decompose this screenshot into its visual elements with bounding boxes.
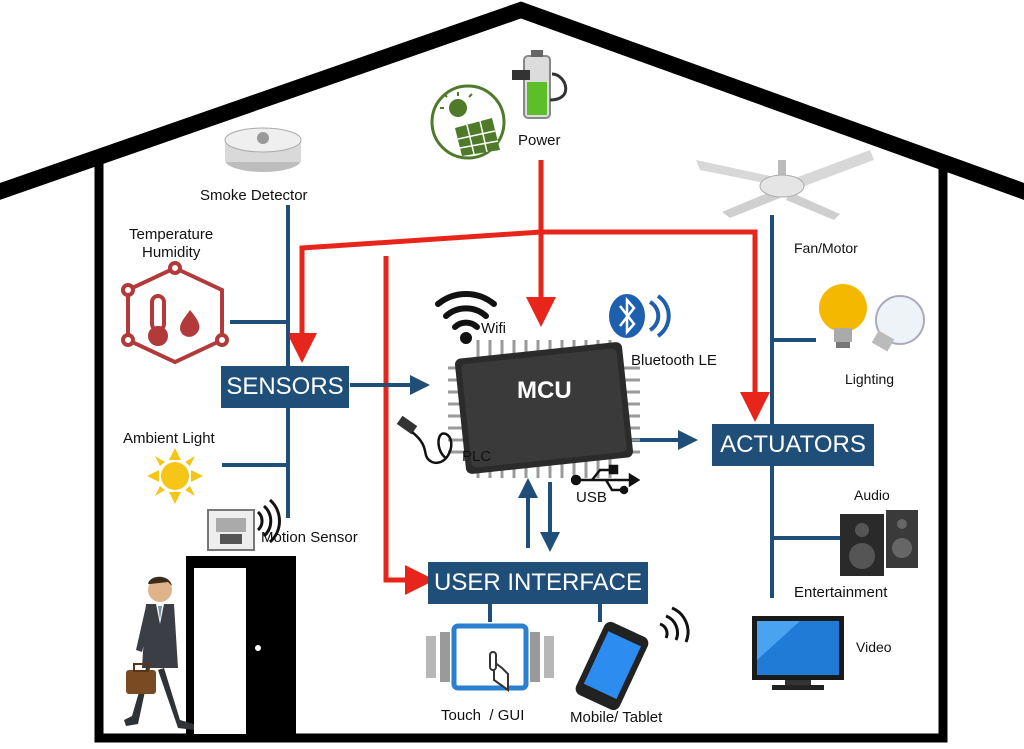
touch-screen-icon xyxy=(426,623,554,692)
mcu-ui-arrows xyxy=(488,478,602,622)
usb-label: USB xyxy=(576,489,607,506)
wifi-icon xyxy=(435,291,497,344)
bluetooth-label: Bluetooth LE xyxy=(631,352,717,369)
bluetooth-icon xyxy=(609,294,671,338)
temperature-humidity-icon xyxy=(121,261,229,365)
user-interface-block: USER INTERFACE xyxy=(428,562,648,604)
light-bulb-icon xyxy=(819,284,925,352)
tv-icon xyxy=(752,616,844,690)
ceiling-fan-icon xyxy=(696,150,874,220)
temperature-label: Temperature xyxy=(129,226,214,243)
sensors-block: SENSORS xyxy=(221,366,349,408)
ambient-light-label: Ambient Light xyxy=(123,430,215,447)
mobile-tablet-label: Mobile/ Tablet xyxy=(570,709,663,726)
mobile-phone-icon xyxy=(575,606,690,711)
usb-icon xyxy=(570,464,641,495)
wifi-label: Wifi xyxy=(481,320,506,337)
mcu-chip xyxy=(448,340,640,478)
actuators-block: ACTUATORS xyxy=(712,424,874,466)
battery-plug-icon xyxy=(512,50,568,119)
smoke-detector-icon xyxy=(224,127,302,172)
power-label: Power xyxy=(518,132,561,149)
humidity-label: Humidity xyxy=(142,244,201,261)
actuator-bus-lines xyxy=(622,215,840,598)
lighting-label: Lighting xyxy=(845,371,895,387)
door-icon xyxy=(186,556,296,738)
entertainment-label: Entertainment xyxy=(794,584,888,601)
smoke-detector-label: Smoke Detector xyxy=(200,187,308,204)
motion-sensor-icon xyxy=(207,498,281,551)
person-icon xyxy=(124,576,194,730)
sensor-bus-lines xyxy=(222,205,430,518)
audio-label: Audio xyxy=(854,487,890,503)
plc-plug-icon xyxy=(396,415,453,465)
motion-sensor-label: Motion Sensor xyxy=(261,529,358,546)
sun-icon xyxy=(147,448,203,504)
solar-panel-icon xyxy=(430,84,506,160)
fan-motor-label: Fan/Motor xyxy=(794,240,858,256)
video-label: Video xyxy=(856,639,892,655)
mcu-label: MCU xyxy=(517,377,572,404)
plc-label: PLC xyxy=(462,448,492,465)
touch-gui-label: Touch / GUI xyxy=(441,707,525,724)
speakers-icon xyxy=(840,510,918,576)
power-lines xyxy=(287,160,770,595)
